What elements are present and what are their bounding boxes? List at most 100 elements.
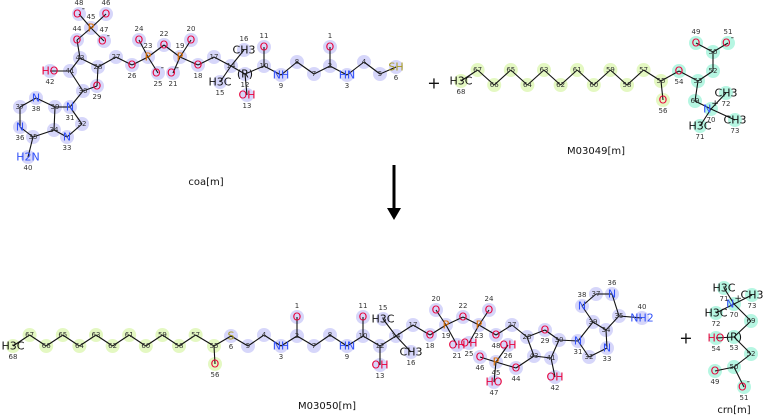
bond (581, 293, 597, 307)
atom-number: 19 (176, 42, 185, 50)
atom-66: 66 (490, 81, 499, 89)
atom-label: O (326, 41, 335, 54)
atom-21: O-21 (167, 63, 179, 88)
atom-number: 49 (711, 378, 720, 386)
bond (550, 339, 560, 359)
atom-number: 64 (523, 81, 532, 89)
bond (244, 65, 265, 75)
atom-number: 9 (345, 353, 349, 361)
bond (79, 57, 99, 68)
atom-number: 25 (465, 350, 474, 358)
atom-2: 2 (328, 62, 332, 70)
bond (79, 334, 97, 347)
atom-47: O-47 (98, 26, 110, 48)
atom-43: 43 (530, 352, 539, 360)
atom-64: 64 (523, 81, 532, 89)
bond (19, 126, 34, 138)
molecule-name-coa: coa[m] (188, 177, 223, 188)
atom-50: 50 (709, 48, 718, 56)
bond (147, 56, 159, 74)
atom-number: 55 (210, 342, 219, 350)
atom-label: N (608, 288, 616, 301)
bond (280, 61, 298, 76)
bond (263, 65, 282, 76)
atom-number: 13 (376, 372, 385, 380)
atom-61: 61 (573, 66, 582, 74)
atom-number: 30 (79, 87, 88, 95)
atom-number: 58 (175, 342, 184, 350)
bond (694, 80, 699, 102)
bond (395, 335, 412, 353)
atom-number: 30 (555, 336, 564, 344)
atom-label: O (541, 324, 550, 337)
atom-25: O-25 (152, 63, 164, 88)
bond (147, 44, 165, 58)
atom-55: 55 (657, 77, 666, 85)
atom-27: 27 (112, 53, 121, 61)
atom-number: 5 (378, 70, 382, 78)
atom-24: O24 (485, 295, 494, 317)
bond (550, 357, 556, 378)
bond (138, 39, 149, 58)
bond (195, 334, 215, 347)
atom-label: N (574, 335, 582, 348)
bond (526, 329, 546, 338)
atom-number: 32 (585, 353, 594, 361)
atom-label: O (675, 65, 684, 78)
atom-60: 60 (141, 342, 150, 350)
atom-63: 63 (540, 66, 549, 74)
bond (280, 335, 298, 347)
atom-label: O (359, 311, 368, 324)
bond (90, 13, 107, 29)
atom-label: P (88, 22, 95, 35)
atom-number: 37 (16, 103, 25, 111)
atom-2: 2 (295, 332, 299, 340)
atom-31: N31 (66, 101, 75, 123)
atom-number: 42 (551, 384, 560, 392)
bond (230, 49, 245, 67)
atom-label: NH (273, 69, 290, 82)
atom-51: O-51 (738, 377, 750, 402)
atom-number: 24 (485, 295, 494, 303)
atom-number: 45 (87, 13, 96, 21)
bond (605, 329, 608, 349)
atom-label: O (160, 39, 169, 52)
bond (179, 56, 199, 66)
atom-number: 44 (73, 25, 82, 33)
atom-55: 55 (210, 342, 219, 350)
atom-number: 32 (78, 120, 87, 128)
atom-44: O44 (73, 25, 82, 47)
atom-number: 33 (603, 355, 612, 363)
bond (219, 65, 232, 83)
bond (478, 309, 490, 326)
bond (577, 321, 594, 342)
atom-1: O1 (326, 32, 335, 54)
atom-36: N36 (16, 121, 25, 143)
bond (178, 334, 196, 347)
bond (712, 42, 729, 53)
atom-label: H3C (713, 282, 736, 295)
atom-number: 62 (108, 342, 117, 350)
atom-label: O- (152, 63, 164, 80)
atom-number: 54 (675, 78, 684, 86)
atom-number: 53 (694, 77, 703, 85)
atom-53: 53 (694, 77, 703, 85)
atom-label: O- (73, 4, 85, 21)
atom-number: 61 (125, 331, 134, 339)
atom-number: 6 (229, 343, 234, 351)
bond (66, 123, 83, 138)
atom-label: N (66, 101, 74, 114)
atom-58: 58 (175, 342, 184, 350)
atom-label: N (578, 300, 586, 313)
bond (69, 57, 81, 72)
bond (12, 334, 30, 347)
bond (412, 324, 431, 336)
atom-number: 20 (187, 25, 196, 33)
atom-number: 10 (260, 62, 269, 70)
atom-label: N (16, 121, 24, 134)
